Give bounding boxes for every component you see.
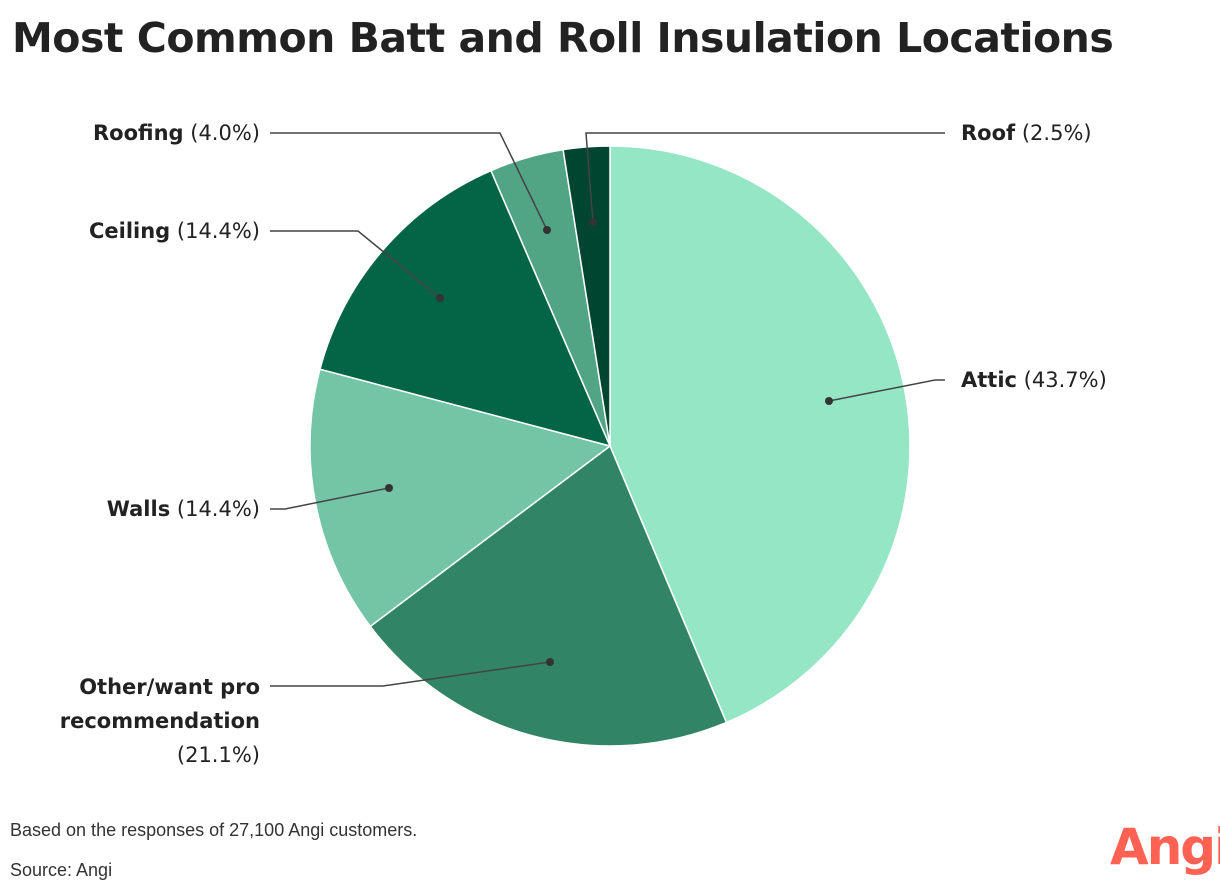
leader-dot-ceiling	[436, 294, 444, 302]
leader-dot-other	[546, 658, 554, 666]
label-ceiling: Ceiling (14.4%)	[88, 219, 260, 243]
label-other: Other/want pro recommendation(21.1%)	[59, 675, 260, 767]
footnote: Based on the responses of 27,100 Angi cu…	[10, 820, 418, 840]
leader-line-walls	[270, 487, 390, 510]
chart-title: Most Common Batt and Roll Insulation Loc…	[12, 14, 1114, 62]
leader-dot-walls	[385, 484, 393, 492]
leader-dot-roof	[589, 218, 597, 226]
label-walls: Walls (14.4%)	[106, 497, 260, 521]
label-roofing: Roofing (4.0%)	[92, 121, 260, 145]
label-roof: Roof (2.5%)	[961, 121, 1092, 145]
angi-logo: Angi	[1110, 818, 1220, 876]
leader-dot-roofing	[543, 226, 551, 234]
pie-slice-other-want-pro-recommendation	[369, 444, 728, 747]
leader-line-attic	[828, 379, 945, 402]
leader-line-roof	[585, 132, 945, 223]
leader-line-ceiling	[270, 230, 441, 299]
leader-line-roofing	[270, 132, 548, 231]
leader-dot-attic	[825, 397, 833, 405]
source: Source: Angi	[10, 860, 113, 880]
label-attic: Attic (43.7%)	[961, 368, 1107, 392]
leader-line-other	[270, 661, 551, 687]
